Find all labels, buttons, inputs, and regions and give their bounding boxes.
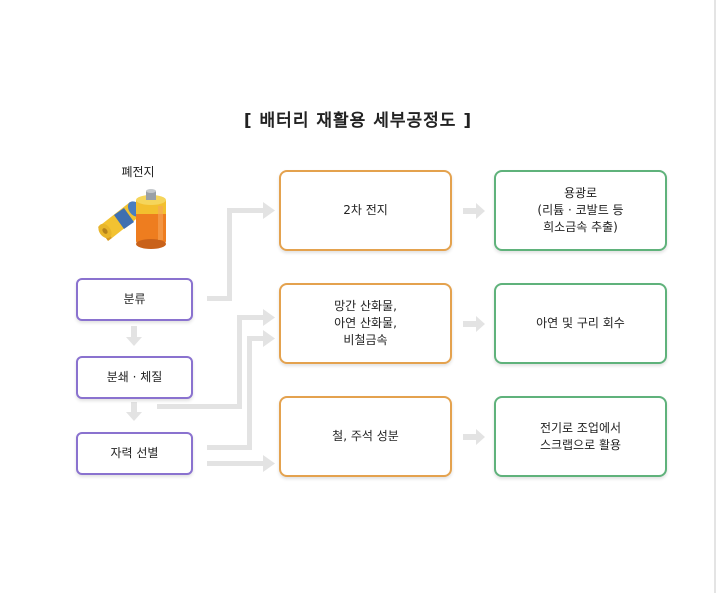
material-secondary-battery: 2차 전지 bbox=[279, 170, 452, 251]
material-oxides-nonferrous: 망간 산화물, 아연 산화물, 비철금속 bbox=[279, 283, 452, 364]
down-arrow-2-head bbox=[126, 412, 142, 421]
down-arrow-2-shaft bbox=[131, 402, 137, 413]
step-classification: 분류 bbox=[76, 278, 193, 321]
step-crushing-sieving: 분쇄 · 체질 bbox=[76, 356, 193, 399]
route-4-h bbox=[207, 461, 263, 466]
route-2-h1 bbox=[157, 404, 242, 409]
result-arrow-3-head bbox=[476, 429, 485, 445]
route-1-v bbox=[227, 208, 232, 301]
route-1-head bbox=[263, 202, 275, 219]
down-arrow-1-shaft bbox=[131, 326, 137, 338]
route-3-h1 bbox=[207, 445, 252, 450]
route-3-head bbox=[263, 330, 275, 347]
route-2-head bbox=[263, 309, 275, 326]
route-2-v bbox=[237, 315, 242, 409]
route-4-head bbox=[263, 455, 275, 472]
result-scrap-utilization: 전기로 조업에서 스크랩으로 활용 bbox=[494, 396, 667, 477]
result-blast-furnace: 용광로 (리튬 · 코발트 등 희소금속 추출) bbox=[494, 170, 667, 251]
route-3-v bbox=[247, 336, 252, 450]
material-iron-tin: 철, 주석 성분 bbox=[279, 396, 452, 477]
page-edge bbox=[714, 0, 716, 593]
result-zinc-copper-recovery: 아연 및 구리 회수 bbox=[494, 283, 667, 364]
result-arrow-1-shaft bbox=[463, 208, 477, 214]
down-arrow-1-head bbox=[126, 337, 142, 346]
yellow-battery-icon bbox=[98, 201, 143, 241]
diagram-title: [ 배터리 재활용 세부공정도 ] bbox=[243, 111, 473, 131]
step-magnetic-separation: 자력 선별 bbox=[76, 432, 193, 475]
result-arrow-3-shaft bbox=[463, 434, 477, 440]
result-arrow-1-head bbox=[476, 203, 485, 219]
result-arrow-2-head bbox=[476, 316, 485, 332]
route-1-h1 bbox=[207, 296, 232, 301]
route-1-h2 bbox=[227, 208, 263, 213]
route-2-h2 bbox=[237, 315, 263, 320]
route-3-h2 bbox=[247, 336, 263, 341]
waste-battery-label: 폐전지 bbox=[121, 165, 155, 179]
orange-battery-icon bbox=[136, 189, 166, 249]
battery-icon bbox=[98, 189, 166, 249]
result-arrow-2-shaft bbox=[463, 321, 477, 327]
